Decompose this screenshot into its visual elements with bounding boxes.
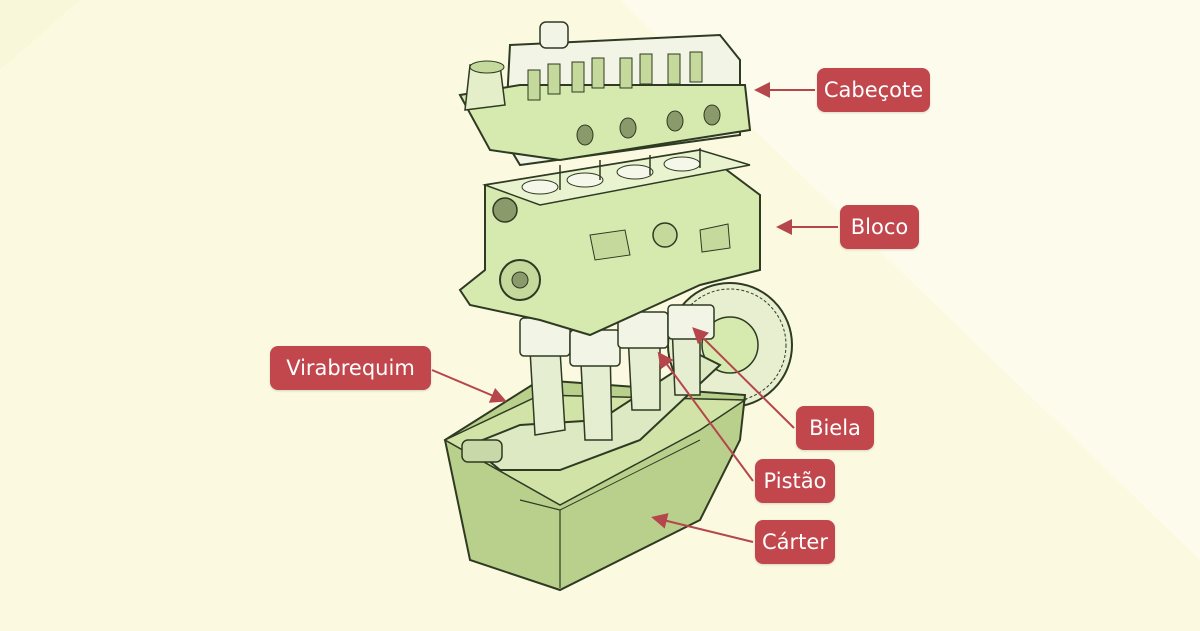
label-virabrequim: Virabrequim — [270, 346, 431, 390]
label-pistao: Pistão — [755, 459, 835, 503]
pistons — [519, 304, 715, 367]
head-bolts — [559, 148, 701, 190]
label-cabecote: Cabeçote — [817, 68, 930, 112]
label-bloco: Bloco — [840, 205, 919, 249]
label-carter: Cárter — [755, 520, 835, 564]
engine-block-bloco — [458, 148, 761, 337]
label-biela: Biela — [796, 406, 874, 450]
cylinder-head-cabecote — [458, 21, 752, 167]
